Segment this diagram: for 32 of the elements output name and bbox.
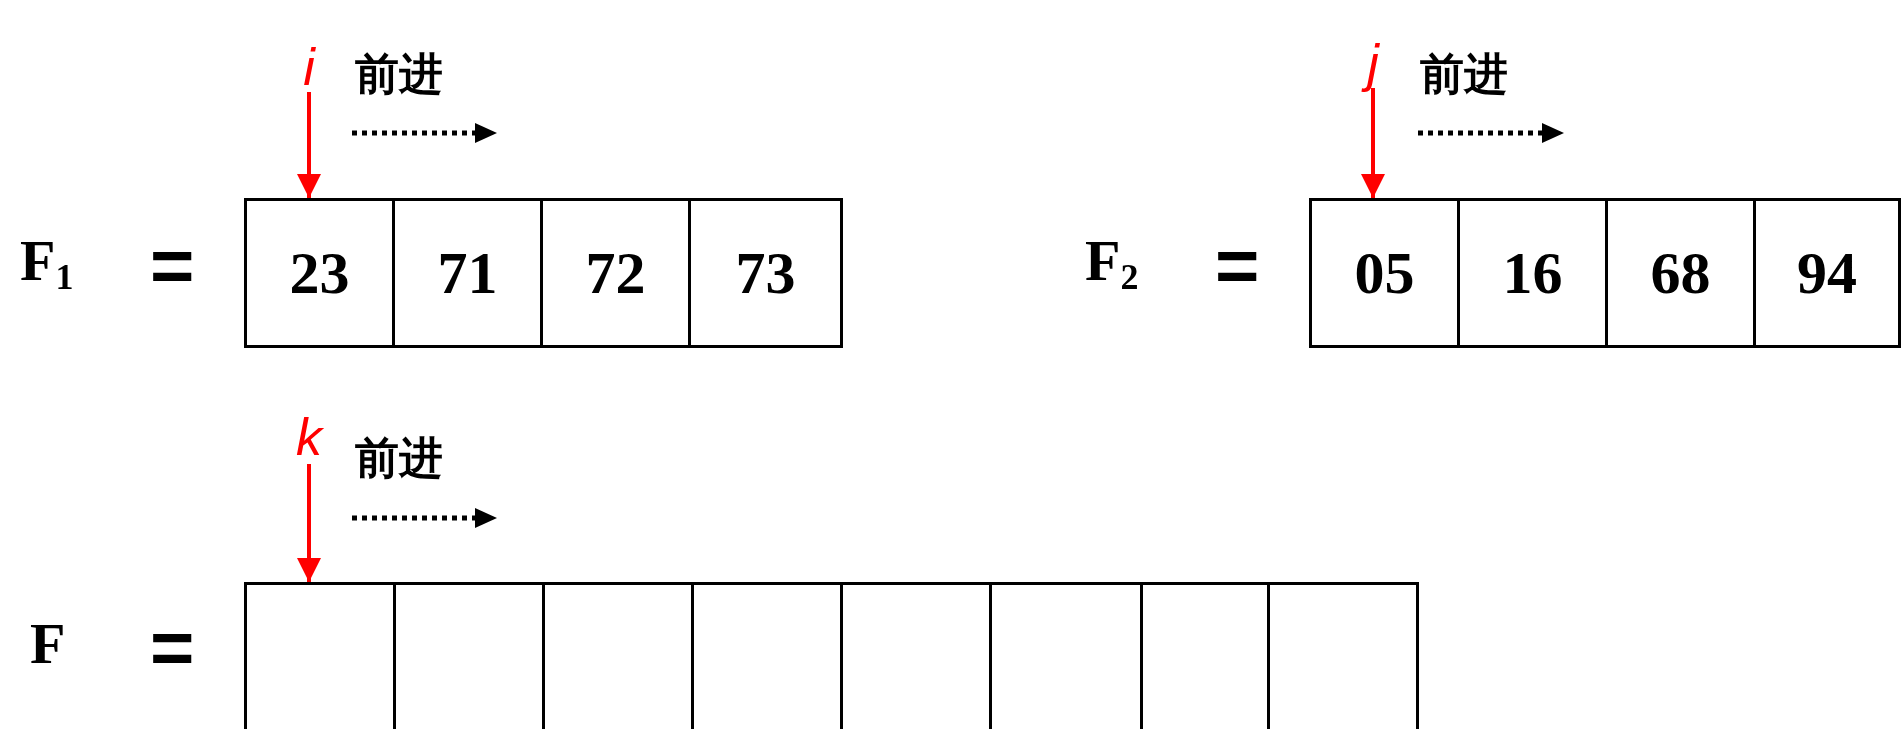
pointer-label: i (289, 42, 329, 92)
direction-label: 前进 (1420, 52, 1508, 96)
array-name: F$_{1}$ (20, 232, 74, 295)
pointer-arrow (1361, 88, 1385, 198)
cell-value: 94 (1797, 243, 1857, 303)
pointer-arrow (297, 92, 321, 198)
cell-value: 68 (1650, 243, 1711, 303)
array-name: F (30, 615, 66, 673)
equals-sign: = (1215, 228, 1260, 304)
cell-value: 73 (735, 243, 796, 303)
array-name: F$_{2}$ (1085, 232, 1139, 295)
array-cell (244, 198, 395, 348)
cell-value: 16 (1502, 243, 1563, 303)
pointer-arrow (297, 464, 321, 582)
array-cell (1605, 198, 1756, 348)
array-cell (1309, 198, 1460, 348)
cell-value: 72 (585, 243, 646, 303)
array-cell (1457, 198, 1608, 348)
array-cell (392, 198, 543, 348)
cell-value: 23 (289, 243, 350, 303)
equals-sign: = (150, 228, 195, 304)
pointer-label: k (289, 410, 329, 464)
direction-label: 前进 (355, 436, 443, 480)
array-cell (540, 198, 691, 348)
direction-label: 前进 (355, 52, 443, 96)
equals-sign: = (150, 610, 195, 686)
empty-array-cell (1267, 582, 1419, 729)
cell-value: 71 (437, 243, 498, 303)
array-cell (1753, 198, 1901, 348)
empty-array-cell (244, 582, 396, 729)
cell-value: 05 (1354, 243, 1415, 303)
array-cell (688, 198, 843, 348)
